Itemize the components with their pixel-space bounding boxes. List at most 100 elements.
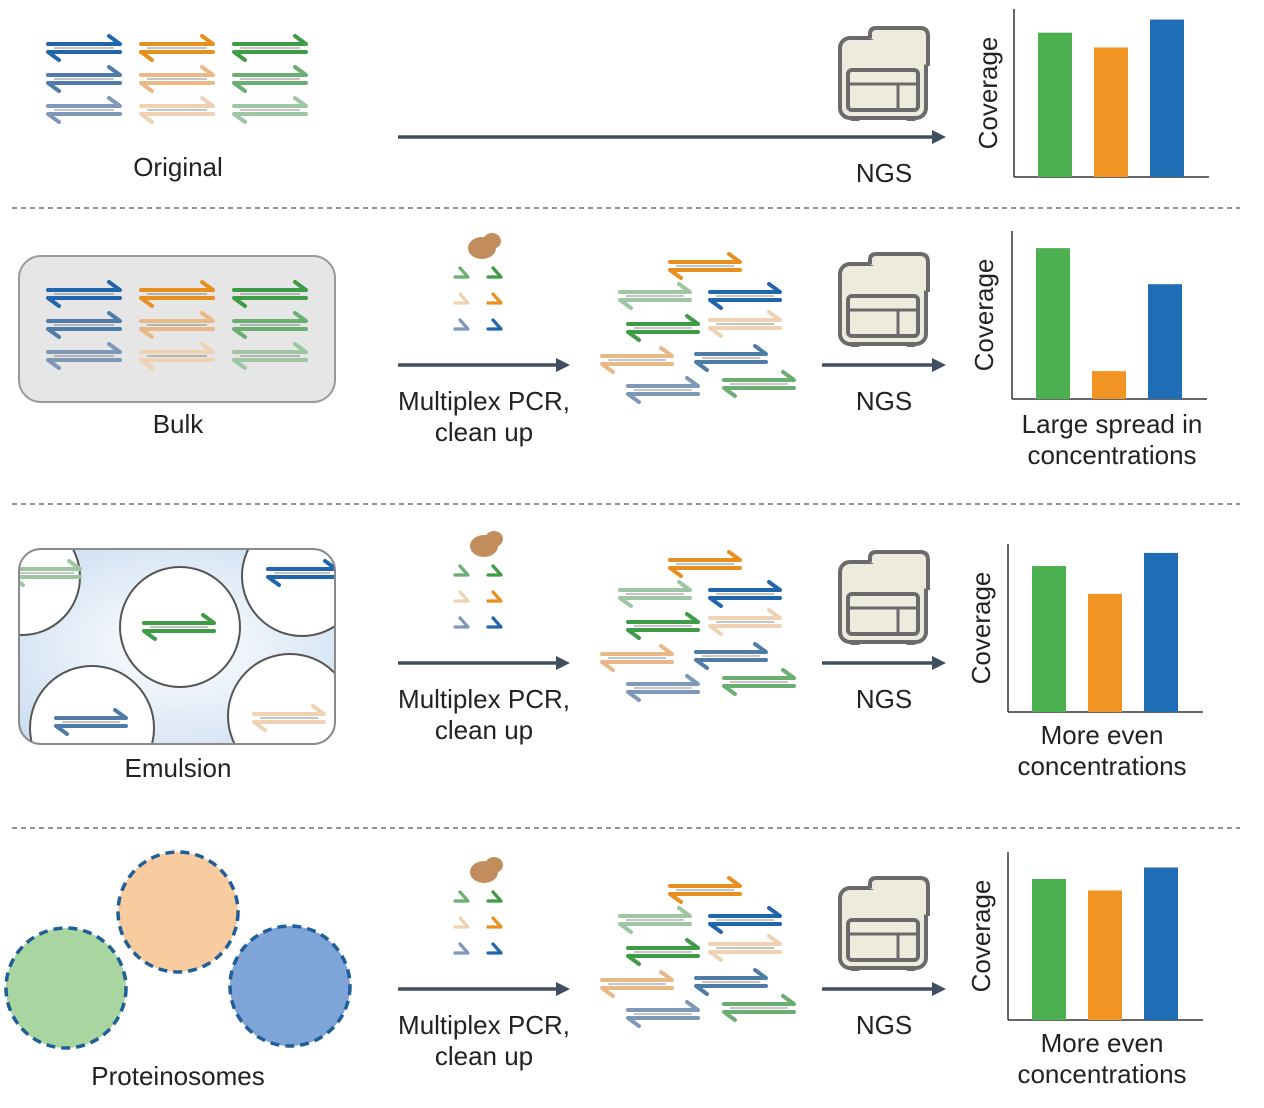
sample-label: Proteinosomes	[91, 1061, 264, 1091]
dna-amplicon-icon	[46, 65, 122, 93]
sequencing-arrow	[822, 358, 946, 372]
dna-amplicon-icon	[722, 994, 796, 1022]
dna-amplicon-icon	[252, 704, 326, 732]
chart-bar	[1036, 248, 1070, 399]
dna-amplicon-icon	[46, 311, 122, 339]
dna-amplicon-icon	[694, 344, 768, 372]
sequencing-label: NGS	[856, 684, 912, 714]
sequencing-label: NGS	[856, 386, 912, 416]
amplicon-mixture	[600, 550, 796, 702]
step-label: clean up	[435, 417, 533, 447]
polymerase-blob-icon	[470, 531, 503, 557]
dna-amplicon-icon	[232, 311, 308, 339]
dna-amplicon-icon	[266, 559, 335, 587]
dna-amplicon-icon	[618, 906, 692, 934]
dna-amplicon-icon	[708, 608, 782, 636]
dna-amplicon-icon	[668, 550, 742, 578]
sequencing-arrow	[822, 982, 946, 996]
chart-bar	[1092, 371, 1126, 399]
coverage-bar-chart	[1007, 852, 1203, 1021]
dna-amplicon-icon	[139, 34, 215, 62]
dna-amplicon-icon	[626, 674, 700, 702]
dna-amplicon-icon	[600, 644, 674, 672]
dna-amplicon-icon	[722, 668, 796, 696]
chart-bar	[1088, 890, 1122, 1020]
polymerase-blob-icon	[468, 233, 501, 259]
dna-amplicon-icon	[668, 252, 742, 280]
pcr-arrow	[398, 982, 570, 996]
dna-amplicon-icon	[142, 613, 216, 641]
pcr-arrow	[398, 656, 570, 670]
chart-caption: concentrations	[1017, 1059, 1186, 1089]
primer-pair-icon	[453, 890, 503, 903]
chart-y-label: Coverage	[969, 259, 999, 372]
sequencing-arrow	[822, 656, 946, 670]
chart-bar	[1144, 552, 1178, 712]
chart-caption: Large spread in	[1022, 409, 1203, 439]
amplicon-mixture	[600, 252, 796, 404]
primer-pair-icon	[453, 590, 503, 603]
emulsion-container	[18, 548, 336, 745]
chart-bar	[1094, 47, 1128, 177]
chart-bar	[1032, 878, 1066, 1020]
dna-amplicon-icon	[708, 934, 782, 962]
chart-y-label: Coverage	[973, 37, 1003, 150]
coverage-bar-chart	[1011, 231, 1207, 400]
dna-amplicon-icon	[232, 65, 308, 93]
dna-amplicon-icon	[694, 968, 768, 996]
step-label: Multiplex PCR,	[398, 386, 570, 416]
dna-amplicon-icon	[618, 580, 692, 608]
chart-bar	[1148, 284, 1182, 399]
dna-amplicon-icon	[708, 906, 782, 934]
chart-y-label: Coverage	[966, 880, 996, 993]
pcr-arrow	[398, 358, 570, 372]
chart-caption: More even	[1041, 720, 1164, 750]
chart-caption: More even	[1041, 1028, 1164, 1058]
dna-amplicon-icon	[668, 876, 742, 904]
sample-label: Emulsion	[125, 753, 232, 783]
step-label: clean up	[435, 1041, 533, 1071]
primer-pair-icon	[453, 942, 503, 955]
chart-caption: concentrations	[1027, 440, 1196, 470]
dna-amplicon-icon	[626, 938, 700, 966]
dna-amplicon-icon	[600, 346, 674, 374]
dna-amplicon-icon	[600, 970, 674, 998]
primer-pair-icon	[453, 616, 503, 629]
dna-amplicon-icon	[232, 34, 308, 62]
dna-amplicon-icon	[626, 314, 700, 342]
step-label: Multiplex PCR,	[398, 684, 570, 714]
dna-amplicon-icon	[618, 282, 692, 310]
dna-amplicon-icon	[626, 1000, 700, 1028]
dna-amplicon-icon	[232, 280, 308, 308]
dna-amplicon-icon	[232, 96, 308, 124]
chart-caption: concentrations	[1017, 751, 1186, 781]
coverage-bar-chart	[1013, 9, 1209, 178]
sequencer-icon	[838, 252, 930, 347]
step-label: clean up	[435, 715, 533, 745]
dna-amplicon-icon	[708, 310, 782, 338]
step-label: Multiplex PCR,	[398, 1010, 570, 1040]
chart-bar	[1150, 19, 1184, 178]
dna-amplicon-icon	[722, 370, 796, 398]
dna-amplicon-icon	[139, 96, 215, 124]
chart-bar	[1144, 867, 1178, 1020]
dna-amplicon-icon	[694, 642, 768, 670]
sequencing-label: NGS	[856, 158, 912, 188]
dna-amplicon-icon	[46, 34, 122, 62]
proteinosome-vesicle	[116, 850, 240, 974]
proteinosome-vesicle	[228, 924, 352, 1048]
dna-amplicon-icon	[54, 708, 128, 736]
dna-amplicon-icon	[139, 65, 215, 93]
dna-amplicon-icon	[139, 342, 215, 370]
primer-pair-icon	[453, 318, 503, 331]
dna-amplicon-icon	[626, 376, 700, 404]
dna-amplicon-icon	[46, 96, 122, 124]
chart-y-label: Coverage	[966, 572, 996, 685]
primer-pair-icon	[453, 266, 503, 279]
dna-amplicon-icon	[626, 612, 700, 640]
coverage-bar-chart	[1007, 544, 1203, 713]
row-dividers	[12, 207, 1240, 829]
primer-pair-icon	[453, 916, 503, 929]
